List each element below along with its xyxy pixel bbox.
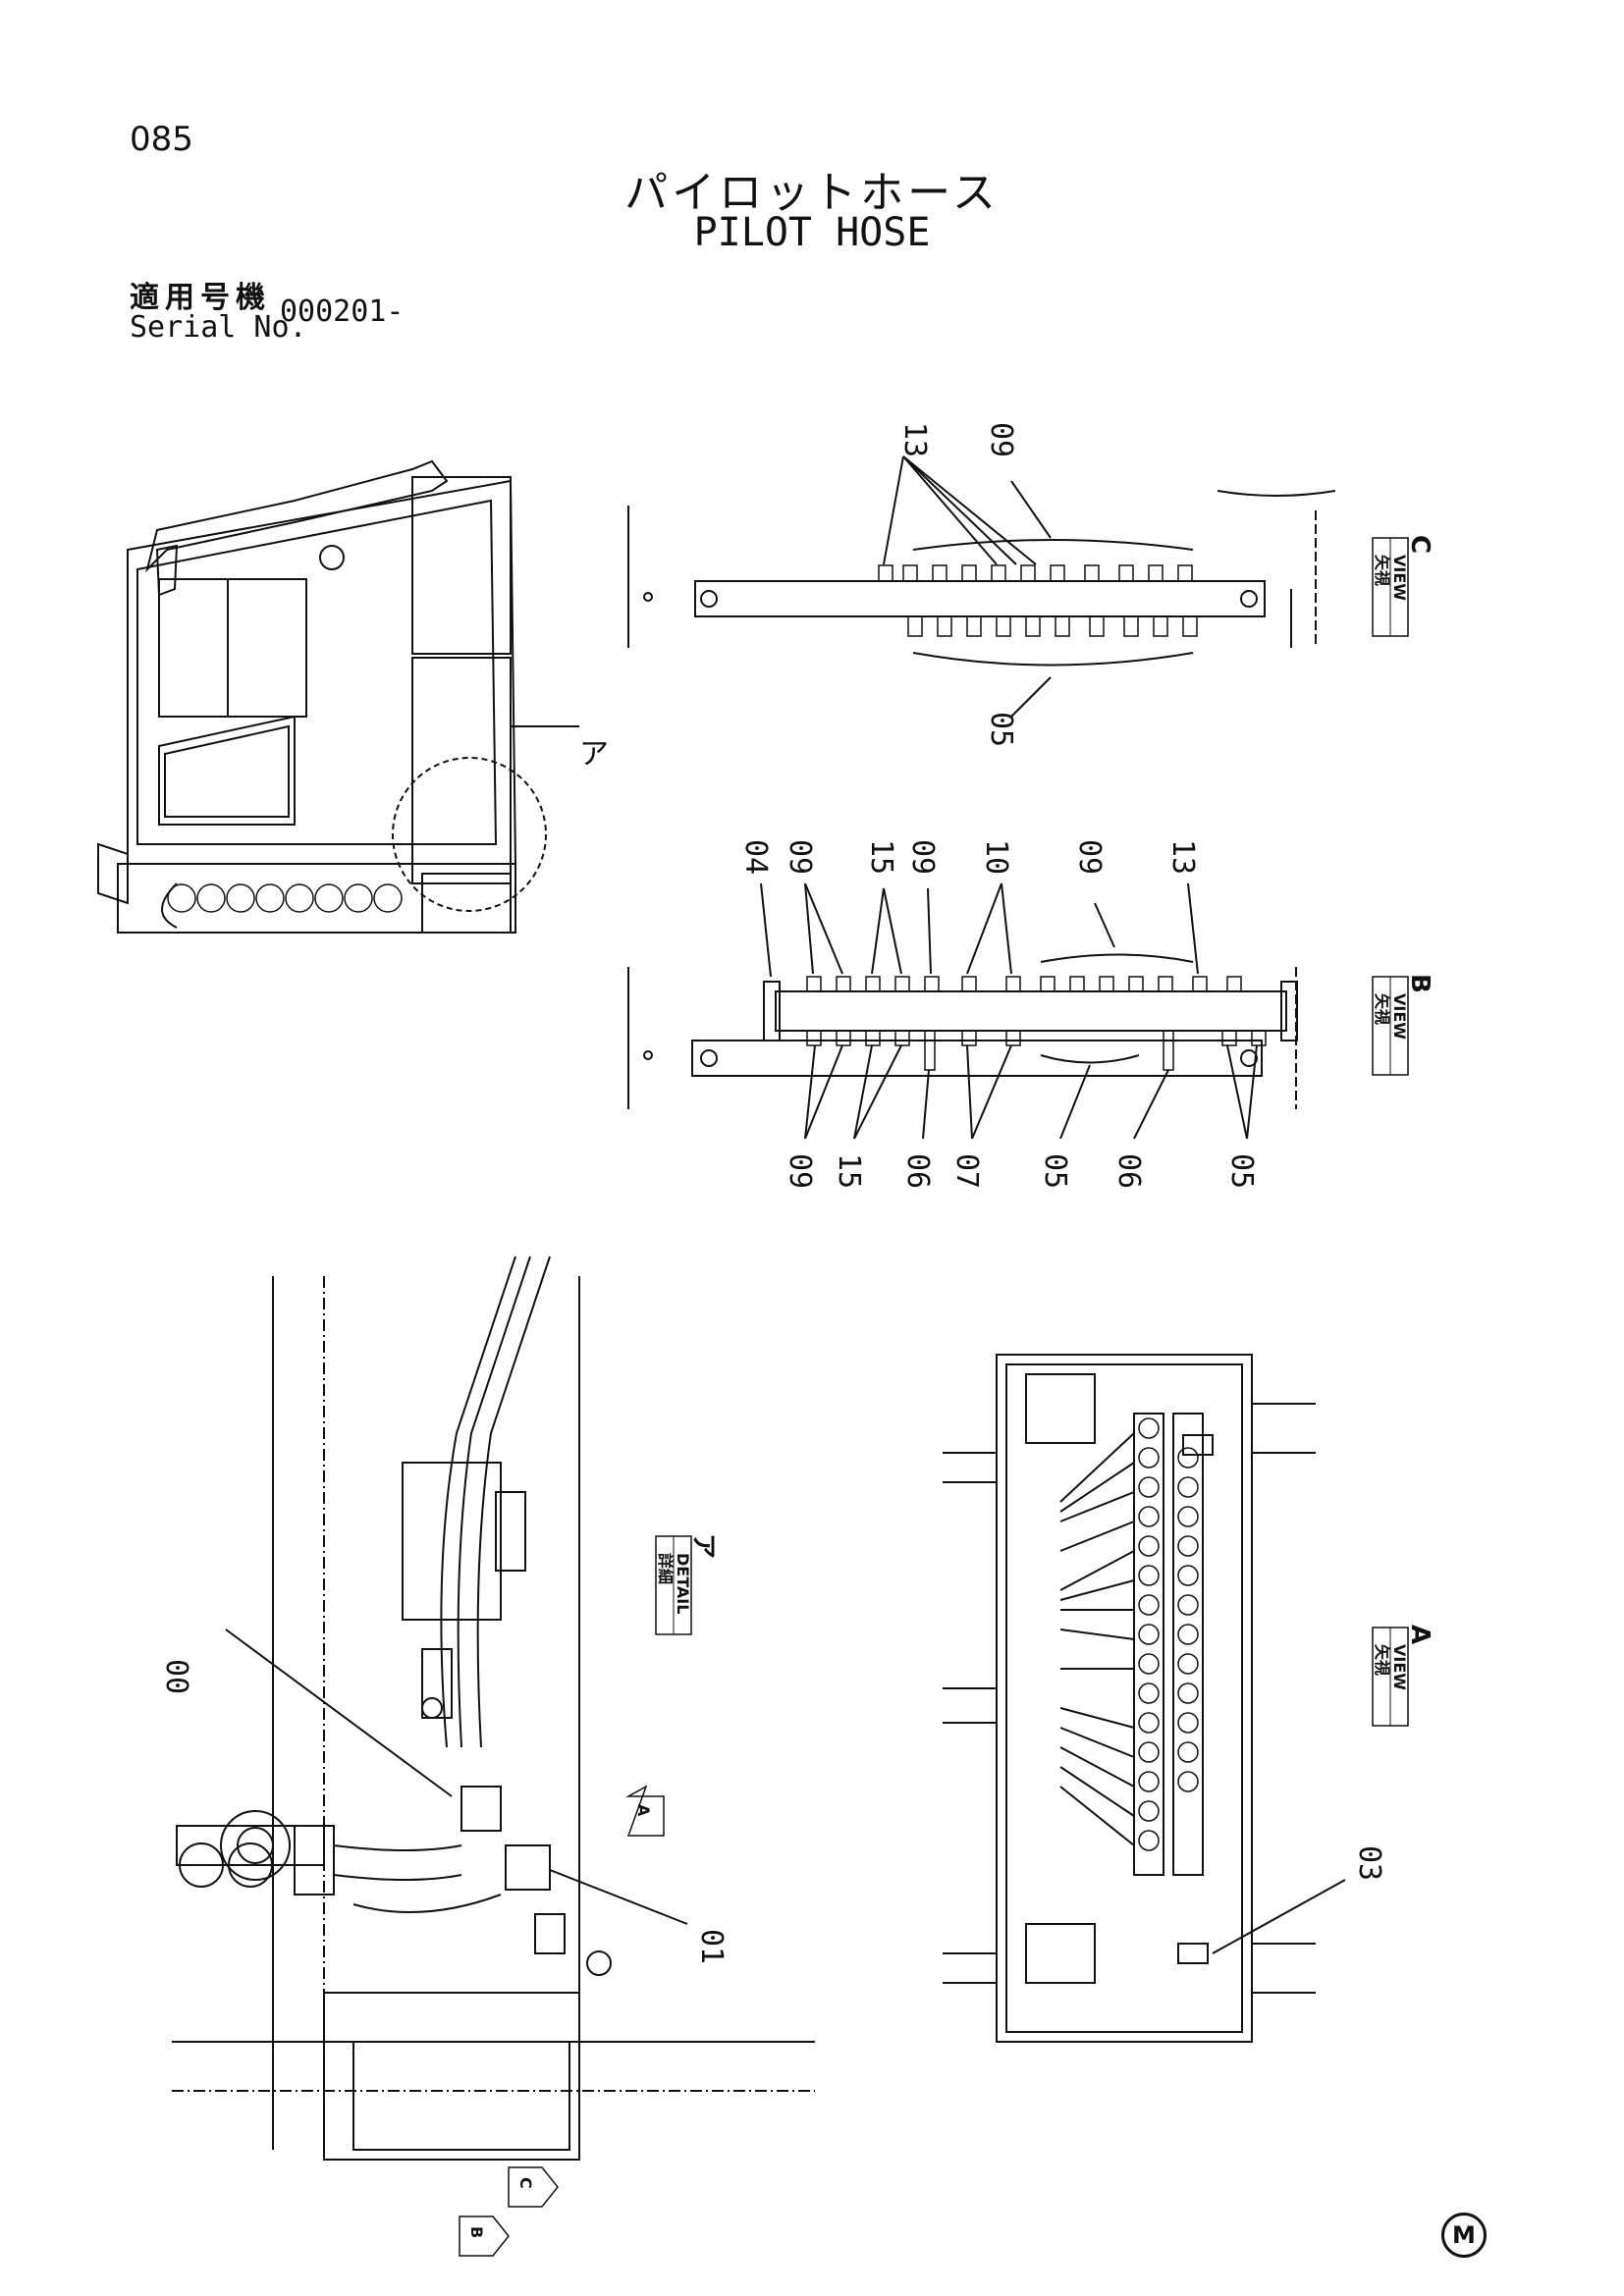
view-b-top-callout-09-c: 09: [1072, 839, 1107, 875]
view-a-letter: A: [1405, 1625, 1435, 1644]
view-a-callout-03: 03: [1352, 1845, 1386, 1881]
view-b-bottom-callout-06-a: 06: [900, 1153, 935, 1189]
view-a-label-english: VIEW: [1390, 1644, 1409, 1690]
view-a-manifold: 03 矢視 VIEW A: [943, 1354, 1435, 2043]
view-b-label-english: VIEW: [1390, 993, 1409, 1040]
view-b-label-japanese: 矢視: [1373, 993, 1391, 1025]
detail-a-callout-00: 00: [159, 1659, 193, 1694]
view-b-top-callout-13: 13: [1165, 839, 1200, 875]
view-b-letter: B: [1405, 974, 1435, 993]
page-title-english: PILOT HOSE: [693, 210, 931, 255]
view-c-letter: C: [1405, 535, 1435, 554]
detail-a-arrow-c: C: [516, 2177, 535, 2189]
view-c-callout-13: 13: [897, 422, 932, 457]
view-b-bottom-callout-09: 09: [783, 1153, 817, 1189]
view-b-top-callout-10: 10: [979, 839, 1013, 875]
view-c-label-japanese: 矢視: [1373, 555, 1391, 586]
detail-a-arrow-a: A: [634, 1804, 653, 1817]
detail-a-letter: ア: [688, 1533, 718, 1559]
view-b-bottom-callout-06-b: 06: [1111, 1153, 1146, 1189]
corner-mark: M: [1441, 2213, 1487, 2258]
view-b-top-callout-09-b: 09: [905, 839, 940, 875]
view-b-top-callout-04: 04: [738, 839, 773, 875]
detail-a-assembly: 00 01 A C B 詳細 DETAIL ア: [159, 1255, 815, 2257]
view-b-top-callout-09-a: 09: [783, 839, 817, 875]
view-b-bottom-callout-07: 07: [949, 1153, 984, 1189]
machine-overview: ア: [97, 459, 609, 934]
view-c-callout-05: 05: [984, 712, 1018, 747]
view-c-callout-09: 09: [984, 422, 1018, 457]
serial-label-japanese: 適用号機: [130, 281, 271, 315]
view-b-bottom-callout-15: 15: [832, 1153, 866, 1189]
detail-a-label-english: DETAIL: [674, 1553, 692, 1614]
view-b-bottom-callout-05-a: 05: [1038, 1153, 1072, 1189]
detail-a-callout-01: 01: [694, 1929, 729, 1964]
detail-a-label-japanese: 詳細: [656, 1553, 675, 1584]
view-a-ports: [1138, 1417, 1199, 1851]
view-c-fittings: [878, 564, 1198, 637]
overview-detail-marker: ア: [579, 737, 609, 772]
serial-label-english: Serial No.: [130, 310, 307, 345]
view-c-manifold: 13 09 05 矢視 VIEW C: [627, 422, 1435, 747]
view-a-label-japanese: 矢視: [1373, 1644, 1391, 1676]
page-title-japanese: パイロットホース: [624, 168, 1000, 218]
page-number: 085: [130, 120, 193, 159]
view-b-top-callout-15: 15: [864, 839, 898, 875]
view-b-manifold: 04 09 15 09 10 09 13 09 15 06 07 05 06 0…: [627, 839, 1435, 1189]
serial-number-value: 000201-: [280, 294, 405, 329]
detail-a-arrow-b: B: [467, 2226, 486, 2238]
view-c-label-english: VIEW: [1390, 555, 1409, 601]
view-b-bottom-callout-05-b: 05: [1224, 1153, 1259, 1189]
